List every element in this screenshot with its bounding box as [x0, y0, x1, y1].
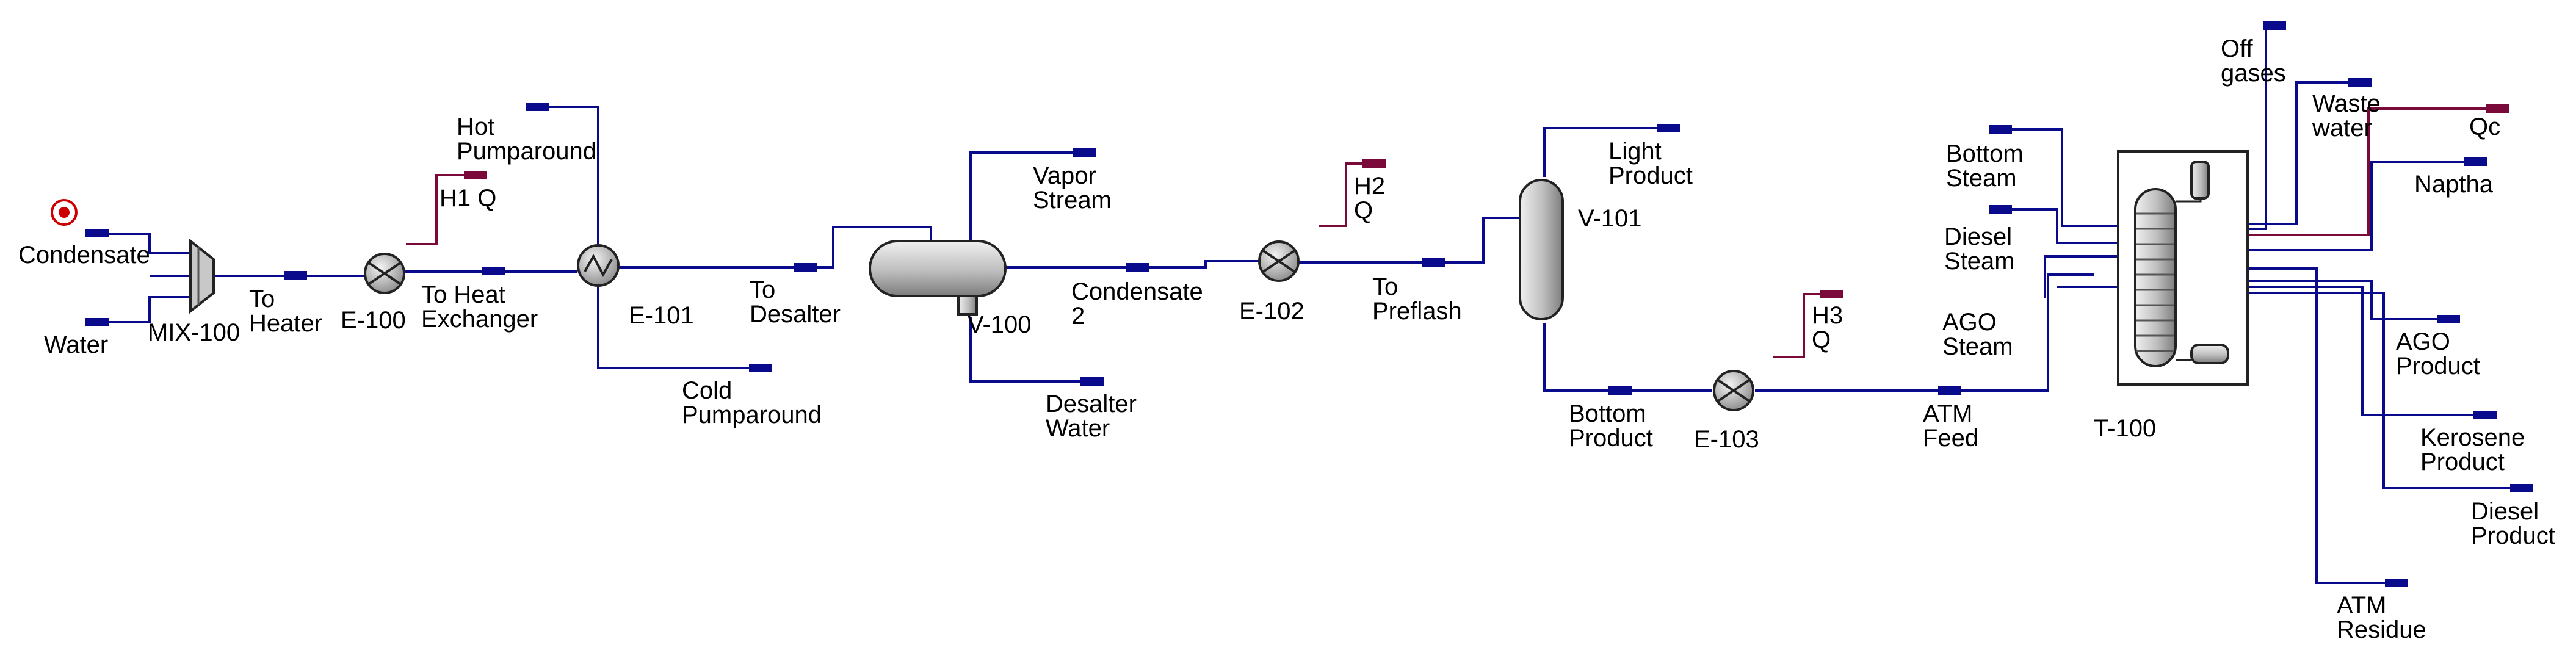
- condensate-stream-arrow[interactable]: [85, 229, 109, 237]
- vapor-stream-arrow[interactable]: [1073, 148, 1096, 157]
- cold-pumparound-stream-line[interactable]: [597, 287, 772, 369]
- red-circle-warning-icon[interactable]: [51, 199, 78, 226]
- mixer-funnel-icon[interactable]: [189, 238, 215, 314]
- qc-energy-arrow[interactable]: [2486, 104, 2509, 113]
- vertical-vessel-icon[interactable]: [1519, 179, 1564, 320]
- to-desalter-label[interactable]: To Desalter: [750, 276, 841, 328]
- naptha-stream-arrow[interactable]: [2464, 157, 2487, 166]
- h3q-energy-arrow[interactable]: [1820, 290, 1843, 298]
- to-preflash-label[interactable]: To Preflash: [1372, 273, 1462, 325]
- bottom-steam-stream-line[interactable]: [1989, 128, 2118, 227]
- condensate-stream-line[interactable]: [85, 233, 190, 254]
- cold-pumparound-label[interactable]: Cold Pumparound: [682, 377, 822, 428]
- condensate2-stream-line[interactable]: [1006, 260, 1262, 269]
- bottom-product-stream-arrow[interactable]: [1608, 386, 1632, 395]
- to-preflash-stream-arrow[interactable]: [1422, 258, 1445, 267]
- h1q-label[interactable]: H1 Q: [440, 185, 497, 212]
- e103-label[interactable]: E-103: [1694, 426, 1759, 453]
- qc-label[interactable]: Qc: [2469, 114, 2501, 140]
- ago-product-stream-arrow[interactable]: [2437, 315, 2460, 323]
- kerosene-product-label[interactable]: Kerosene Product: [2420, 424, 2525, 475]
- h2q-energy-arrow[interactable]: [1362, 159, 1386, 168]
- mix100-label[interactable]: MIX-100: [148, 319, 241, 346]
- off-gases-stream-arrow[interactable]: [2263, 21, 2286, 30]
- cold-pumparound-stream-arrow[interactable]: [749, 364, 772, 372]
- heater-e103-icon[interactable]: [1713, 370, 1754, 411]
- desalter-water-label[interactable]: Desalter Water: [1046, 391, 1137, 442]
- h3q-label[interactable]: H3 Q: [1812, 302, 1843, 353]
- naptha-label[interactable]: Naptha: [2414, 171, 2493, 198]
- condensate-stream-label[interactable]: Condensate: [18, 242, 150, 269]
- desalter-water-stream-arrow[interactable]: [1080, 377, 1104, 386]
- qc-energy-line[interactable]: [2173, 107, 2509, 236]
- kerosene-product-stream-line[interactable]: [2173, 286, 2497, 416]
- bottom-product-stream-line[interactable]: [1543, 323, 1712, 392]
- atm-feed-label[interactable]: ATM Feed: [1923, 400, 1979, 452]
- to-heater-stream-label[interactable]: To Heater: [249, 286, 323, 337]
- diesel-steam-stream-line[interactable]: [1989, 208, 2118, 244]
- atm-residue-stream-arrow[interactable]: [2385, 579, 2408, 587]
- light-product-stream-arrow[interactable]: [1657, 124, 1680, 132]
- condensate2-stream-arrow[interactable]: [1126, 263, 1149, 272]
- diesel-steam-label[interactable]: Diesel Steam: [1944, 223, 2015, 275]
- water-stream-line[interactable]: [85, 296, 190, 323]
- ago-product-label[interactable]: AGO Product: [2396, 328, 2480, 380]
- diesel-product-stream-line[interactable]: [2173, 292, 2533, 489]
- h2q-label[interactable]: H2 Q: [1354, 173, 1386, 224]
- light-product-label[interactable]: Light Product: [1608, 138, 1693, 189]
- atm-feed-stream-arrow[interactable]: [1938, 386, 1961, 395]
- bottom-steam-label[interactable]: Bottom Steam: [1946, 140, 2024, 192]
- to-heat-exchanger-stream-arrow[interactable]: [482, 267, 505, 275]
- v101-label[interactable]: V-101: [1578, 205, 1642, 232]
- desalter-water-stream-line[interactable]: [969, 317, 1104, 383]
- to-heat-exchanger-label[interactable]: To Heat Exchanger: [421, 281, 538, 333]
- t100-label[interactable]: T-100: [2094, 415, 2157, 442]
- to-preflash-stream-line[interactable]: [1297, 217, 1526, 264]
- h1q-energy-line[interactable]: [406, 174, 487, 245]
- ago-product-stream-line[interactable]: [2173, 280, 2460, 320]
- e100-label[interactable]: E-100: [341, 307, 406, 334]
- distillation-column-icon[interactable]: [2117, 150, 2249, 386]
- e101-label[interactable]: E-101: [629, 302, 694, 329]
- water-stream-label[interactable]: Water: [44, 331, 109, 358]
- to-desalter-stream-line[interactable]: [618, 226, 932, 269]
- hot-pumparound-stream-arrow[interactable]: [526, 103, 549, 111]
- waste-water-stream-arrow[interactable]: [2348, 78, 2372, 87]
- bottom-steam-stream-arrow[interactable]: [1989, 125, 2012, 134]
- diesel-product-stream-arrow[interactable]: [2510, 484, 2533, 492]
- horizontal-vessel-icon[interactable]: [869, 240, 1007, 316]
- water-stream-arrow[interactable]: [85, 318, 109, 326]
- ago-steam-label[interactable]: AGO Steam: [1942, 309, 2013, 360]
- atm-residue-label[interactable]: ATM Residue: [2337, 592, 2426, 643]
- to-heater-stream-arrow[interactable]: [284, 271, 307, 280]
- atm-feed-stream-line[interactable]: [1755, 273, 2094, 392]
- v100-label[interactable]: V-100: [968, 311, 1032, 338]
- bottom-product-label[interactable]: Bottom Product: [1569, 400, 1653, 452]
- hot-pumparound-stream-line[interactable]: [526, 106, 599, 244]
- kerosene-product-stream-arrow[interactable]: [2473, 411, 2497, 419]
- h1q-energy-arrow[interactable]: [464, 171, 487, 179]
- diesel-steam-stream-arrow[interactable]: [1989, 205, 2012, 214]
- heat-exchanger-e101-icon[interactable]: [577, 244, 620, 287]
- light-product-stream-line[interactable]: [1543, 127, 1680, 177]
- off-gases-label[interactable]: Off gases: [2221, 35, 2286, 87]
- vapor-stream-line[interactable]: [969, 151, 1096, 244]
- vapor-stream-label[interactable]: Vapor Stream: [1033, 162, 1112, 214]
- heater-e102-icon[interactable]: [1258, 240, 1300, 282]
- waste-water-label[interactable]: Waste water: [2312, 90, 2381, 142]
- ago-steam-stream-line[interactable]: [2044, 255, 2118, 298]
- naptha-stream-line[interactable]: [2173, 161, 2487, 251]
- heater-e100-icon[interactable]: [364, 253, 405, 294]
- diesel-product-label[interactable]: Diesel Product: [2471, 498, 2555, 549]
- hot-pumparound-label[interactable]: Hot Pumparound: [457, 114, 597, 165]
- condensate2-label[interactable]: Condensate 2: [1071, 278, 1203, 330]
- to-desalter-stream-arrow[interactable]: [794, 263, 817, 272]
- e102-label[interactable]: E-102: [1239, 298, 1304, 325]
